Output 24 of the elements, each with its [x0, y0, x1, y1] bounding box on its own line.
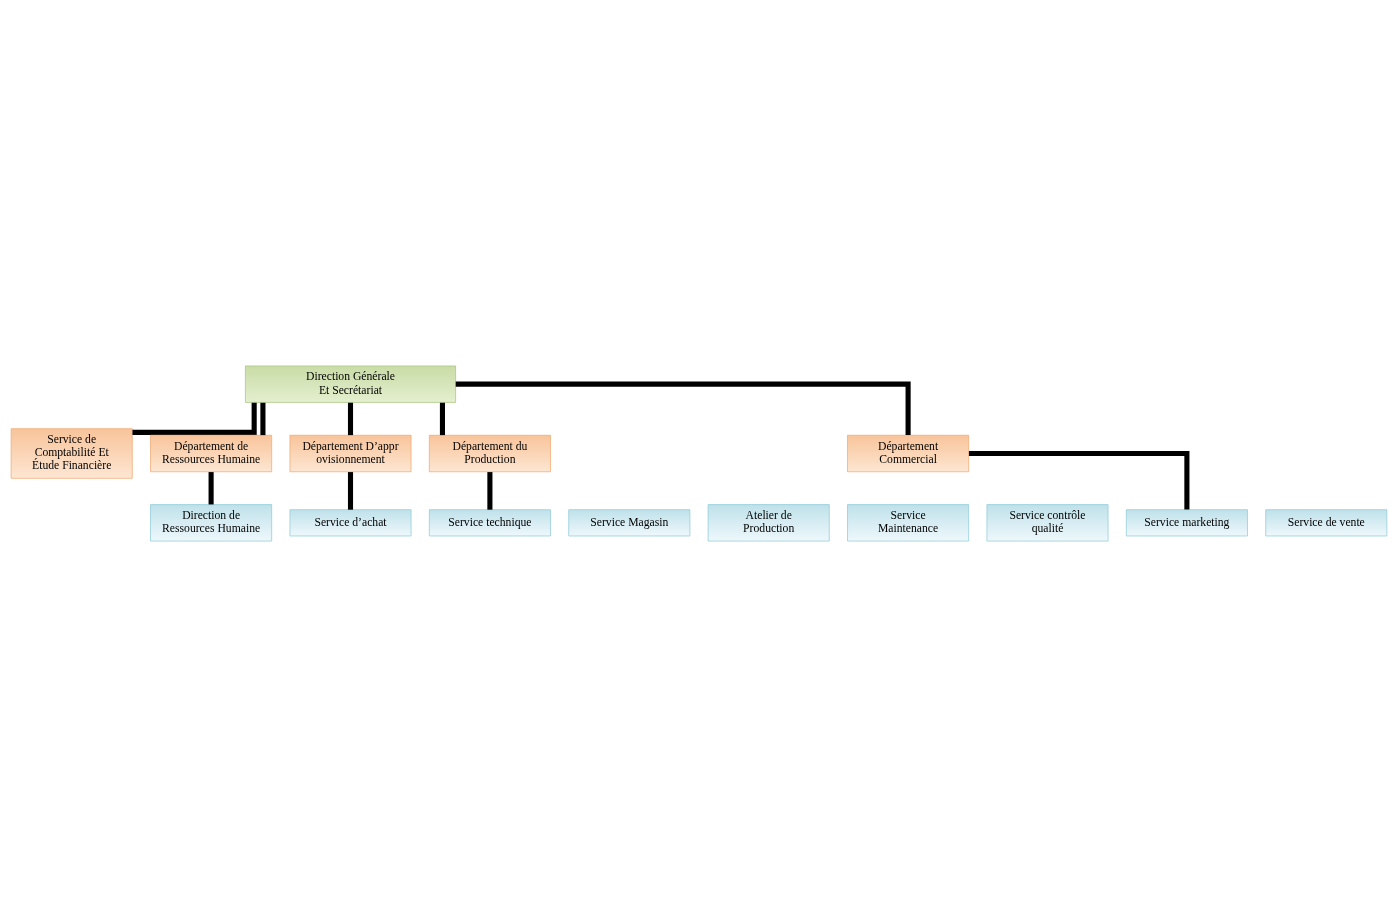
node-box: Service marketing [1125, 508, 1248, 536]
node-box: Département du Production [428, 434, 551, 472]
node-box: Département de Ressources Humaine [150, 434, 273, 472]
connector [260, 402, 266, 435]
connector [347, 471, 354, 510]
node-box: Service de vente [1265, 508, 1388, 536]
node-box: Service technique [428, 508, 551, 536]
node-box: Direction Générale Et Secrétariat [245, 365, 456, 403]
connector [487, 471, 493, 510]
connector [347, 402, 354, 435]
node-box: Direction de Ressources Humaine [150, 503, 273, 541]
connector [132, 402, 257, 435]
node-box: Atelier de Production [707, 503, 830, 541]
node-box: Service contrôle qualité [986, 503, 1109, 541]
node-box: Département D’approvisionnement [289, 434, 412, 472]
connector [208, 471, 214, 504]
node-box: Département Commercial [847, 434, 970, 472]
node-box: Service Maintenance [847, 503, 970, 541]
node-box: Service Magasin [568, 508, 691, 536]
node-box: Service de Comptabilité Et Étude Financière [10, 427, 133, 479]
connector [455, 381, 911, 435]
node-box: Service d’achat [289, 508, 412, 536]
connector [968, 450, 1190, 509]
connector [439, 402, 445, 435]
